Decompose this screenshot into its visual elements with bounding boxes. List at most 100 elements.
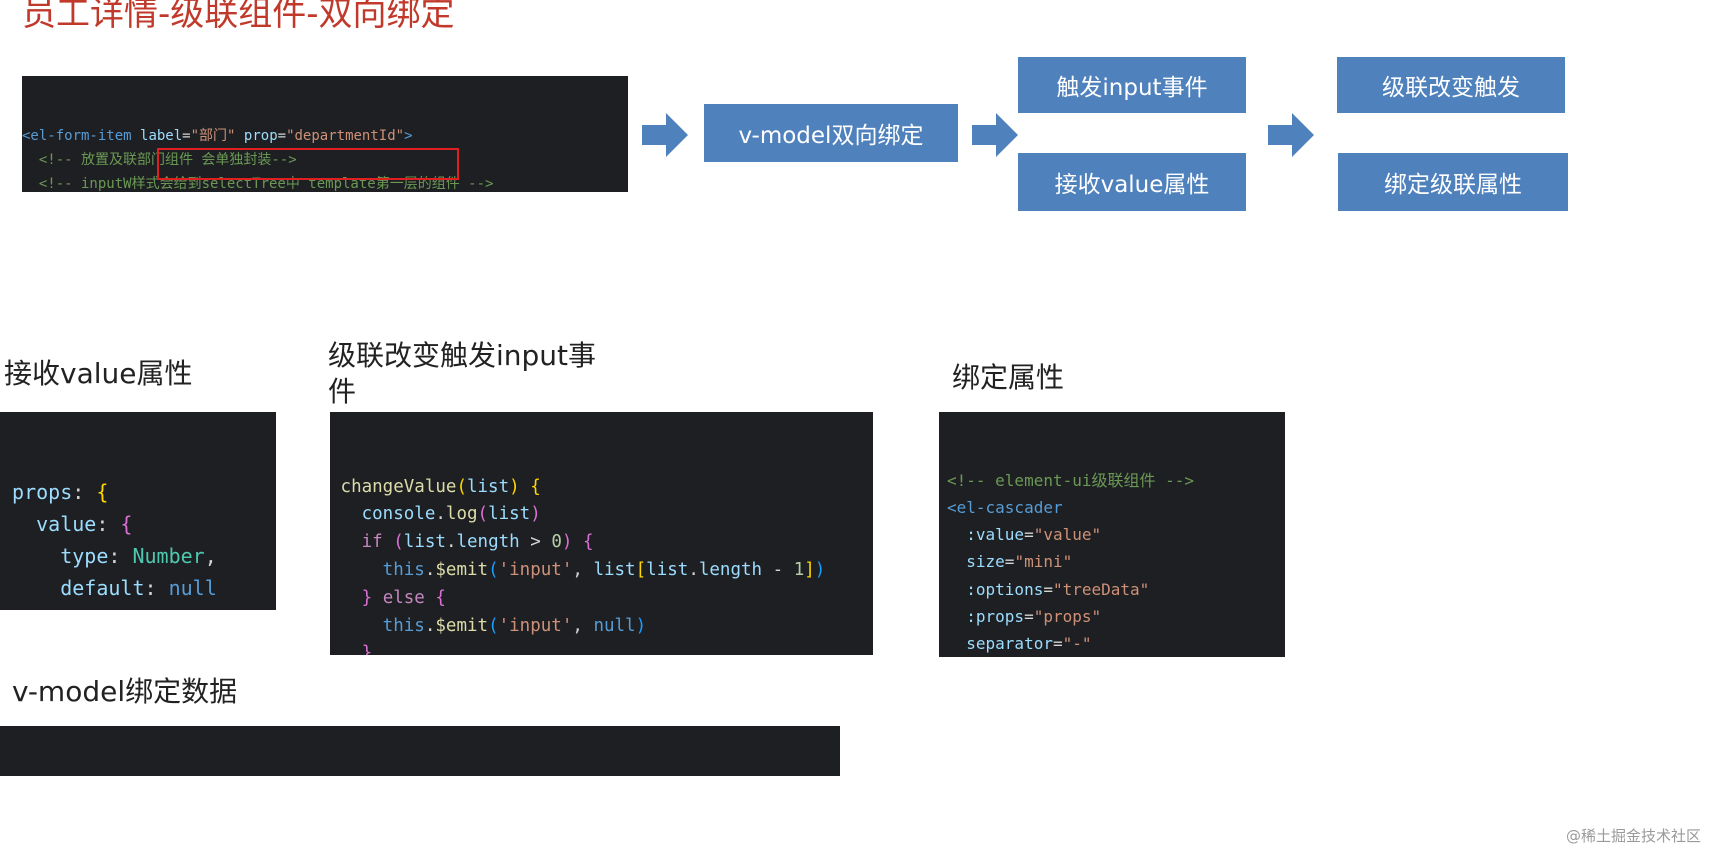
code-token: ( (393, 532, 404, 553)
code-token: ( (456, 476, 467, 497)
code-token: [ (635, 559, 647, 580)
right-arrow-icon (972, 113, 1018, 157)
code-token: : (96, 512, 121, 536)
code-line: :props="props" (947, 603, 1285, 630)
code-token: this (330, 615, 425, 636)
code-token: . (424, 615, 436, 636)
code-token: "treeData" (1052, 579, 1150, 599)
bind-attrs-label: 绑定属性 (952, 361, 1065, 394)
code-token: :options (947, 579, 1044, 599)
code-token: . (688, 559, 699, 580)
code-token: 'input' (498, 615, 573, 636)
code-token: this (330, 559, 425, 580)
code-token: Number (132, 544, 205, 568)
code-token: , (572, 615, 594, 636)
code-token: ) (814, 559, 826, 580)
code-token: :value (947, 525, 1025, 545)
code-token: 'input' (498, 559, 573, 580)
code-token: console (330, 504, 436, 525)
code-token: length (456, 532, 520, 553)
page-title: 员工详情-级联组件-双向绑定 (22, 0, 455, 34)
change-value-code-block: changeValue(list) { console.log(list) if… (330, 412, 873, 655)
code-line: :value="value" (947, 521, 1285, 548)
code-line: console.log(list) (330, 501, 873, 529)
code-token: list (488, 504, 531, 525)
code-token: ( (488, 559, 499, 580)
code-line: separator="-" (947, 630, 1285, 657)
code-token: props (0, 480, 73, 504)
code-token: : (72, 480, 97, 504)
code-token: separator (947, 634, 1053, 654)
code-token: = (277, 128, 287, 144)
vmodel-code-block: <select-tree v-model="userInfo.departmen… (0, 726, 840, 776)
code-line: this.$emit('input', list[list.length - 1… (330, 557, 873, 585)
code-line: } (0, 604, 276, 610)
cascade-change-trigger-box: 级联改变触发 (1337, 57, 1565, 113)
code-line: <el-form-item label="部门" prop="departmen… (22, 124, 628, 148)
props-code-lines: props: { value: { type: Number, default:… (0, 476, 276, 610)
code-token: } (0, 608, 48, 610)
code-token: label (140, 128, 183, 144)
code-token: "props" (1033, 607, 1102, 627)
code-token: $emit (435, 615, 489, 636)
code-token: size (947, 552, 1005, 572)
code-token: ) (530, 504, 541, 525)
code-token: = (1052, 634, 1063, 654)
code-token: <el-form-item (22, 128, 141, 144)
code-token: = (1024, 525, 1034, 545)
code-token: <!-- 放置及联部门组件 会单独封装--> (22, 152, 297, 168)
code-line: this.$emit('input', null) (330, 613, 873, 641)
code-token: null (593, 615, 636, 636)
code-token: ] (804, 559, 815, 580)
code-token: else (382, 587, 425, 608)
code-token: = (1004, 552, 1015, 572)
code-token: } (330, 587, 373, 608)
code-token: if (330, 532, 383, 553)
code-token: default (0, 576, 145, 600)
code-line: value: { (0, 508, 276, 540)
code-token: "mini" (1014, 552, 1073, 572)
right-arrow-icon (1268, 113, 1314, 157)
code-token: list (466, 476, 510, 497)
code-token: ( (477, 504, 489, 525)
trigger-input-event-box: 触发input事件 (1018, 57, 1246, 113)
method-code-lines: changeValue(list) { console.log(list) if… (330, 474, 873, 655)
code-token (383, 532, 394, 552)
right-arrow-icon (642, 113, 688, 157)
code-token: 1 (793, 559, 805, 580)
vmodel-binding-box: v-model双向绑定 (704, 104, 958, 162)
receive-value-label: 接收value属性 (4, 357, 193, 390)
code-token (572, 532, 583, 552)
watermark: @稀土掘金技术社区 (1565, 827, 1701, 845)
props-code-block: props: { value: { type: Number, default:… (0, 412, 276, 610)
cascade-change-label: 级联改变触发input事件 (328, 339, 597, 408)
code-token: "-" (1062, 634, 1092, 654)
code-token: } (330, 643, 373, 655)
code-token: . (435, 504, 446, 525)
code-token (425, 588, 436, 608)
code-token: 0 (551, 532, 562, 553)
code-token: prop (243, 128, 278, 144)
code-token: { (582, 532, 594, 553)
code-token: { (120, 512, 133, 536)
code-token: > (404, 128, 413, 144)
code-line: <!-- 放置及联部门组件 会单独封装--> (22, 148, 628, 172)
code-token: { (96, 480, 109, 504)
receive-value-prop-box: 接收value属性 (1018, 153, 1246, 211)
code-token: ) (561, 532, 573, 553)
code-line: <el-cascader (947, 494, 1285, 521)
code-token: list (593, 559, 636, 580)
code-token (520, 477, 531, 497)
code-line: changeValue(list) { (330, 474, 873, 502)
vmodel-data-label: v-model绑定数据 (12, 675, 238, 708)
code-token: : (108, 544, 133, 568)
code-line: type: Number, (0, 540, 276, 572)
code-token: . (424, 559, 436, 580)
top-code-block: <el-form-item label="部门" prop="departmen… (22, 76, 628, 192)
code-token: = (1043, 579, 1053, 599)
code-token: . (445, 532, 457, 553)
vmodel-highlight-frame (157, 148, 459, 180)
code-token (372, 588, 383, 608)
code-token: null (168, 576, 217, 600)
code-token: > (519, 532, 552, 553)
